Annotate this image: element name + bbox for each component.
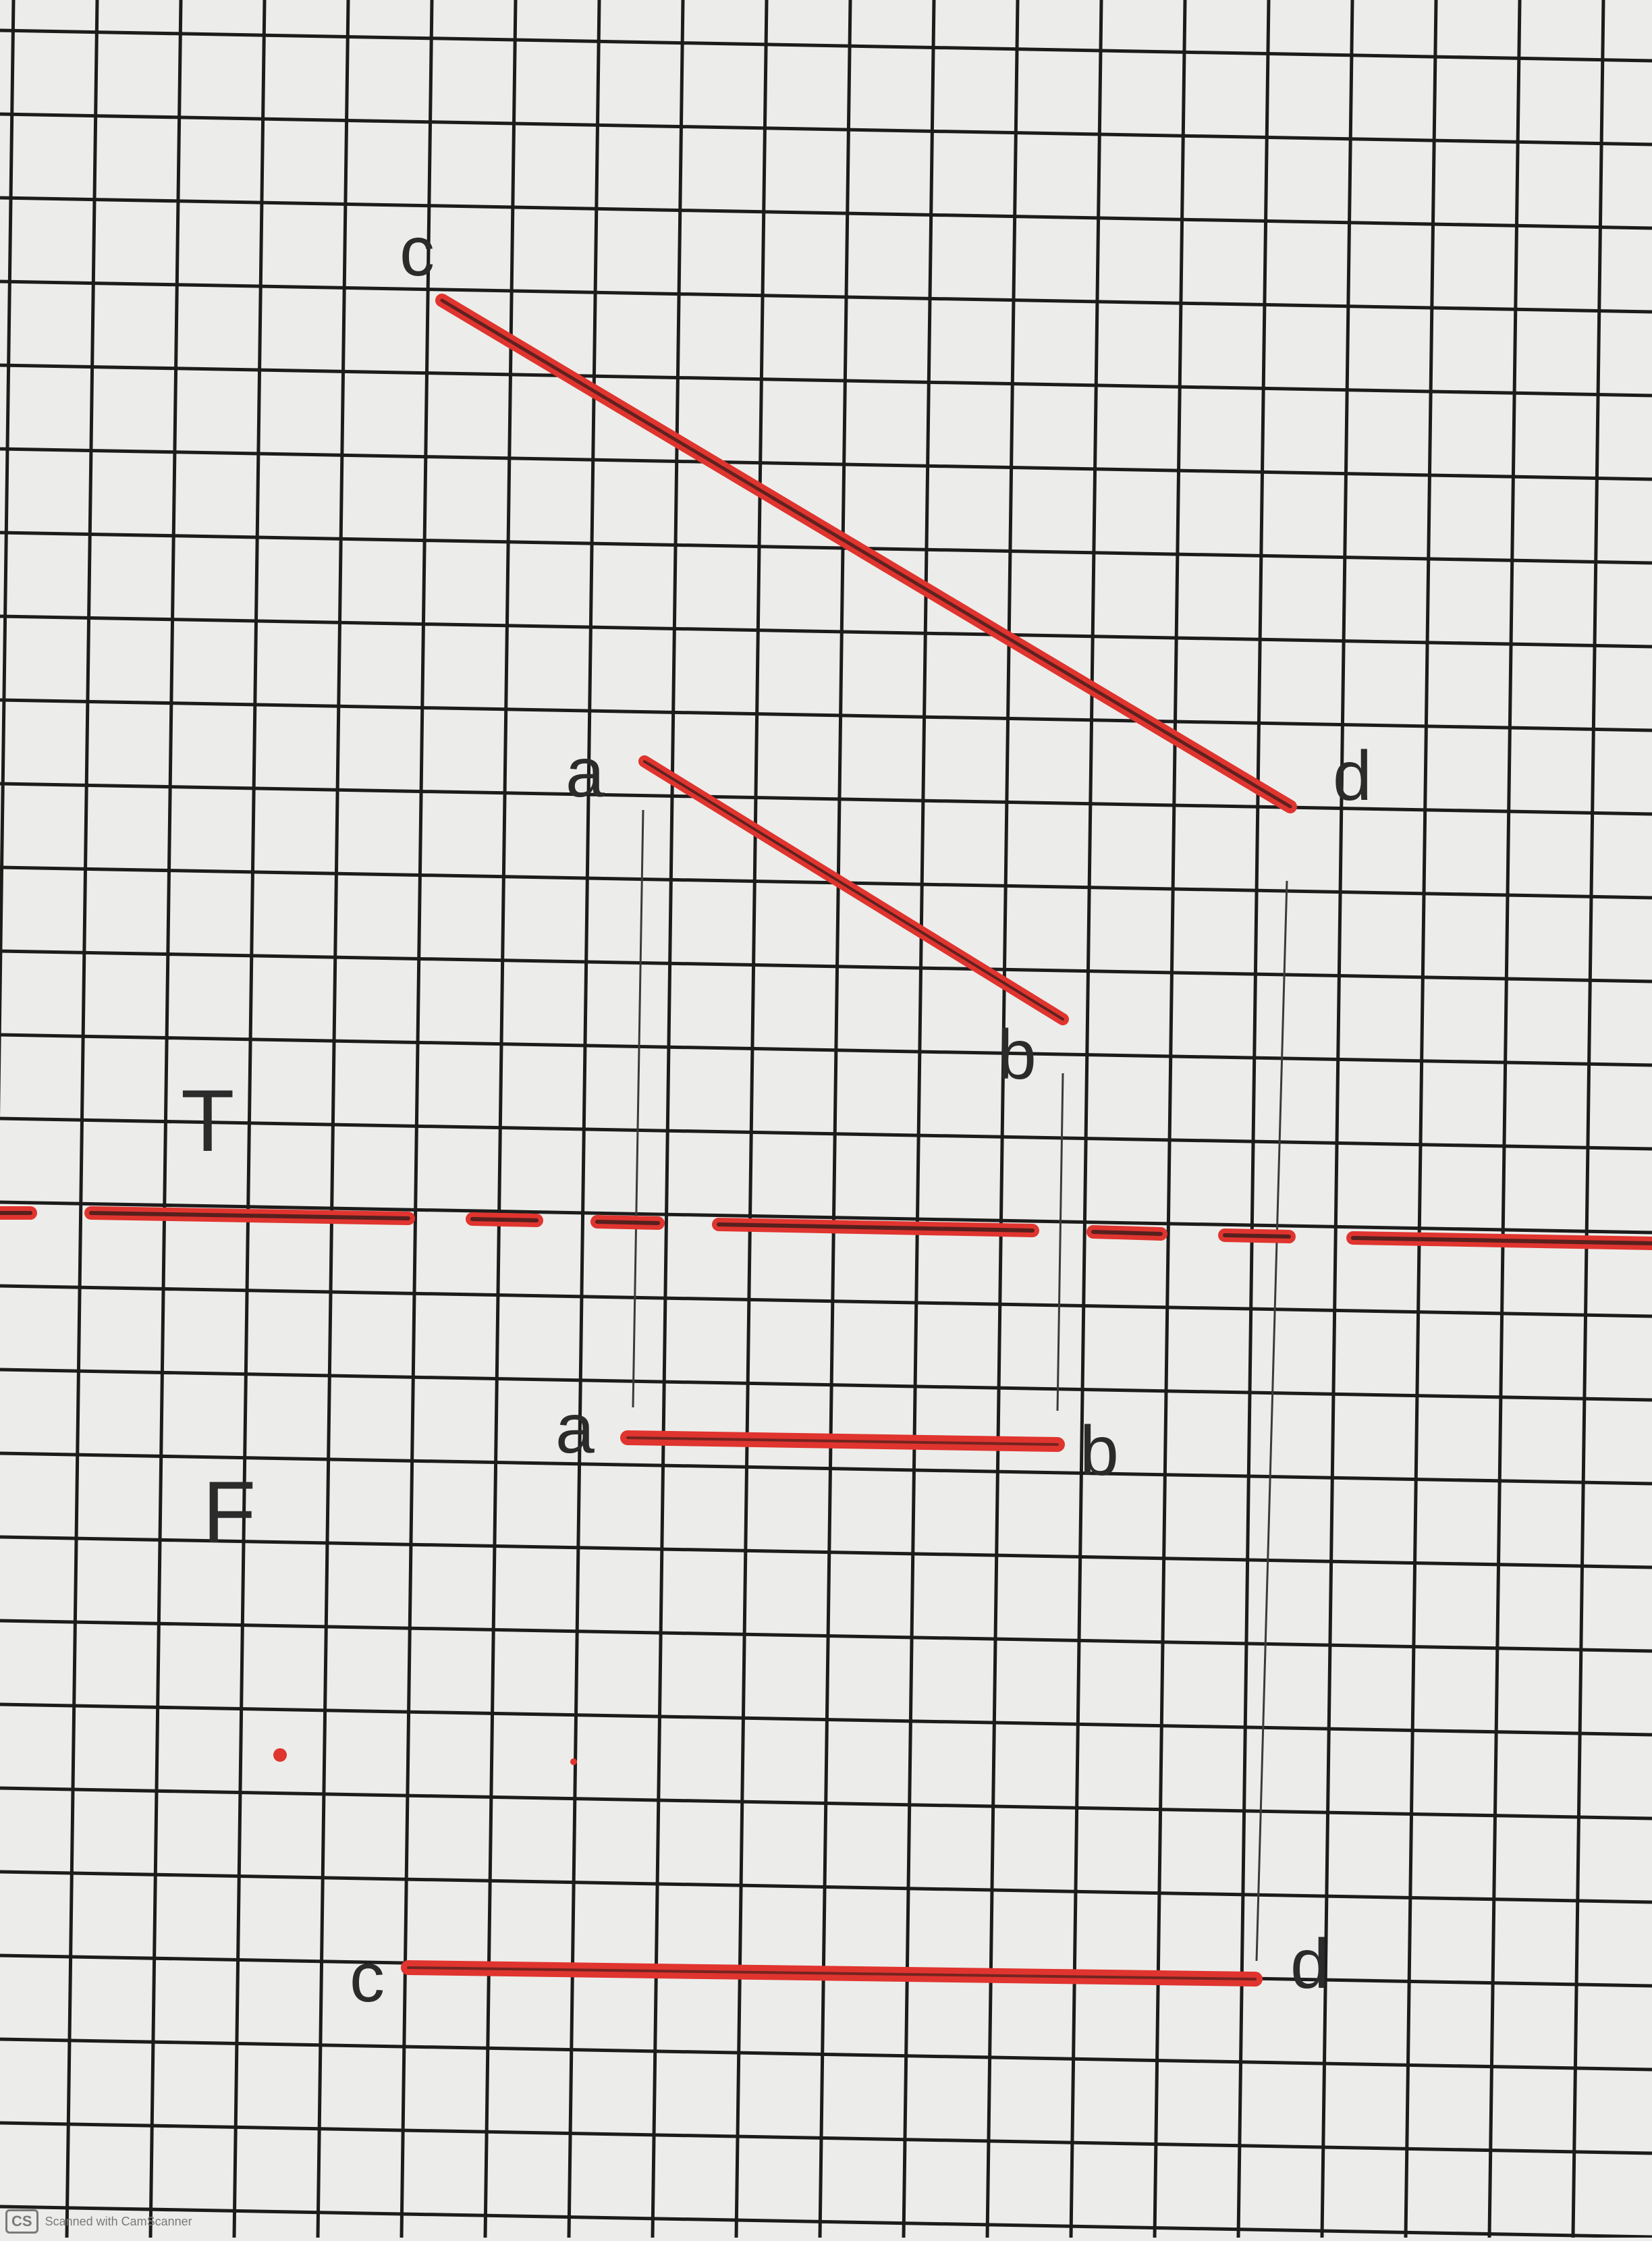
grid-line-horizontal [0,363,1652,398]
grid-line-vertical [148,0,183,2238]
grid-line-vertical [985,0,1020,2238]
paper-specks [273,1748,577,1765]
scanner-watermark: CS Scanned with CamScanner [5,2209,192,2234]
grid-line-vertical [1487,0,1522,2238]
label-c-top: c [400,213,435,291]
label-d-top: d [1333,737,1372,815]
line-cd-front-view-core [407,1966,1257,1980]
grid-line-horizontal [0,196,1652,230]
label-c-front: c [350,1939,385,2017]
line-ab-front-view-core [626,1436,1059,1446]
grid-line-horizontal [0,531,1652,565]
grid-line-horizontal [0,949,1652,983]
label-b-front: b [1080,1412,1119,1490]
grid-line-horizontal [0,1870,1652,1904]
label-a-top: a [566,734,605,812]
grid-line-vertical [567,0,601,2238]
label-b-top: b [997,1016,1037,1094]
grid-line-horizontal [0,1033,1652,1067]
grid-line-horizontal [0,1619,1652,1653]
red-speck [570,1758,577,1765]
grid-line-vertical [734,0,769,2238]
projector-b [1056,1073,1064,1411]
grid-line-horizontal [0,2205,1652,2239]
grid-line-vertical [1153,0,1187,2238]
grid-line-vertical [651,0,685,2238]
camscanner-logo-icon: CS [5,2209,38,2234]
grid-line-horizontal [0,1368,1652,1402]
label-a-front: a [555,1390,595,1468]
reference-line-core [0,1211,1652,1245]
grid-line-vertical [1069,0,1103,2238]
line-cd-top-view-core [440,298,1292,809]
grid-line-horizontal [0,2037,1652,2072]
labels: T F c d a b a b c d [181,213,1372,2017]
projector-lines [632,809,1288,1962]
grid-line-horizontal [0,1451,1652,1486]
red-speck [273,1748,287,1762]
grid-line-horizontal [0,698,1652,732]
grid-line-horizontal [0,614,1652,649]
grid-line-horizontal [0,1786,1652,1820]
grid-line-horizontal [0,1702,1652,1737]
grid-line-vertical [232,0,267,2238]
grid-line-horizontal [0,112,1652,146]
grid-line-horizontal [0,782,1652,816]
label-top-plane: T [181,1071,234,1170]
projection-lines [401,294,1297,1987]
grid-line-horizontal [0,865,1652,900]
grid-line-horizontal [0,1200,1652,1235]
grid-line-vertical [818,0,852,2238]
grid-line-vertical [0,0,16,1119]
grid-line-vertical [1236,0,1271,2238]
grid-line-horizontal [0,1116,1652,1151]
reference-line-xy [0,1206,1652,1250]
watermark-text: Scanned with CamScanner [45,2214,192,2228]
grid-line-horizontal [0,2121,1652,2155]
grid-line-horizontal [0,1535,1652,1569]
projector-d [1255,880,1288,1962]
grid-line-vertical [1571,0,1605,2238]
grid-line-vertical [902,0,936,2238]
line-ab-top-view-core [643,760,1064,1021]
projector-a [632,809,644,1408]
grid-line-horizontal [0,1284,1652,1318]
grid-line-horizontal [0,28,1652,63]
label-front-plane: F [202,1463,256,1561]
grid-line-vertical [1404,0,1438,2238]
grid-line-horizontal [0,447,1652,481]
grid-line-horizontal [0,279,1652,314]
label-d-front: d [1290,1925,1329,2003]
grid-line-vertical [1320,0,1354,2238]
